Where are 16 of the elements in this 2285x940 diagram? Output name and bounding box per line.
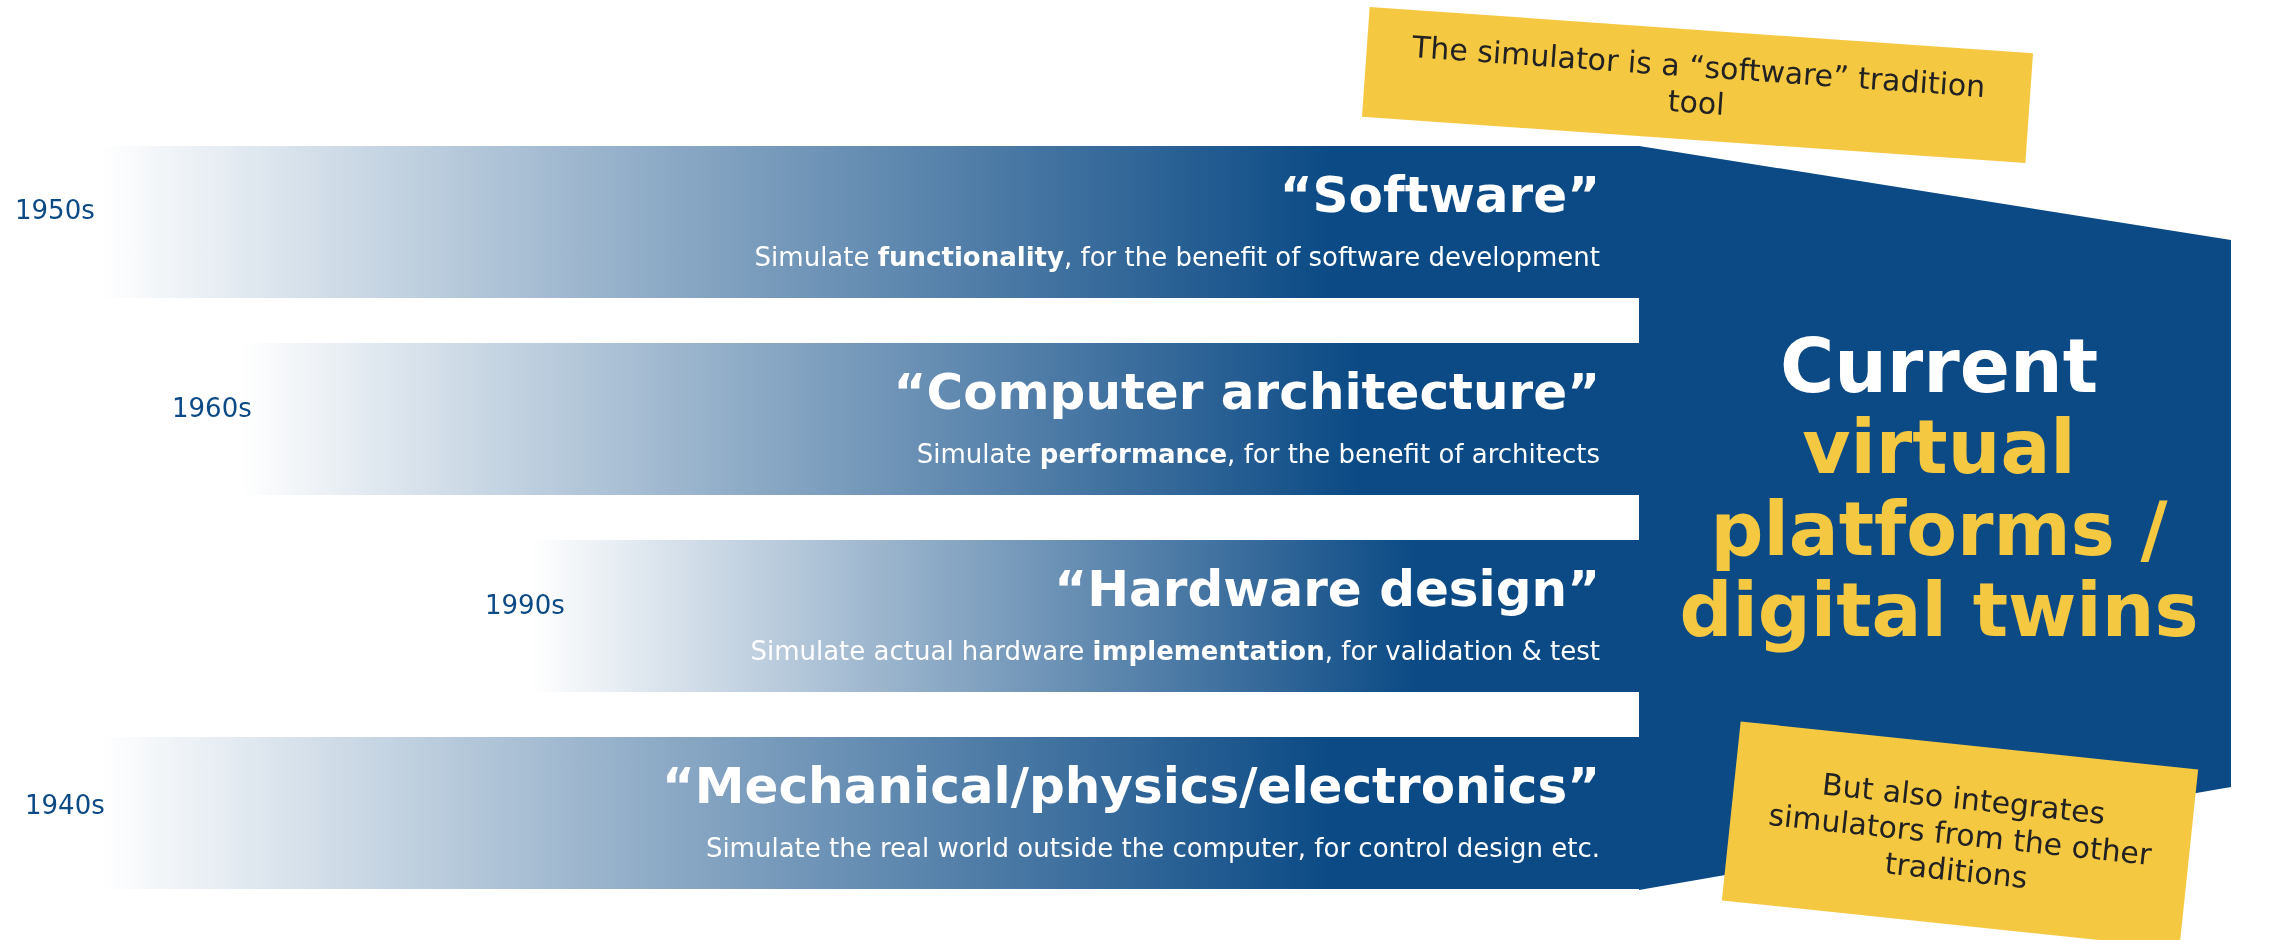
- year-label: 1940s: [25, 790, 105, 820]
- band-description: Simulate actual hardware implementation, for validation & test: [750, 636, 1600, 666]
- band-title: “Hardware design”: [1054, 560, 1600, 618]
- band-description: Simulate performance, for the benefit of architects: [916, 439, 1600, 469]
- note-text: But also integrates simulators from the other traditions: [1766, 765, 2155, 898]
- year-label: 1950s: [15, 195, 95, 225]
- year-label: 1960s: [172, 393, 252, 423]
- band-description: Simulate functionality, for the benefit of software development: [754, 242, 1600, 272]
- band-title: “Computer architecture”: [893, 363, 1600, 421]
- year-label: 1990s: [485, 590, 565, 620]
- band-title: “Mechanical/physics/electronics”: [661, 757, 1600, 815]
- banner-text: virtual platforms / digital twins: [1678, 407, 2200, 652]
- band-description: Simulate the real world outside the computer, for control design etc.: [705, 833, 1600, 863]
- note-text: The simulator is a “software” tradition tool: [1410, 28, 1988, 124]
- band-title: “Software”: [1279, 166, 1600, 224]
- banner-heading: Current: [1778, 326, 2100, 408]
